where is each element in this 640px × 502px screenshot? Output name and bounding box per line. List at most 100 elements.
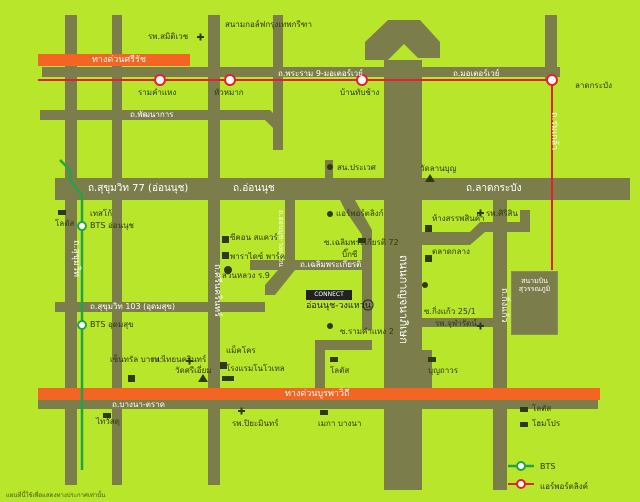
piyamin-label: รพ.ปิยะมินทร์ xyxy=(232,419,279,428)
mega-cart-icon xyxy=(320,410,328,415)
wat-sri-iam-temple-icon xyxy=(198,374,208,382)
kingkaew-soi-label: ซ.กิ่งแก้ว 25/1 xyxy=(424,307,476,316)
triple-store-label: ห้างสรรพสินค้า xyxy=(432,214,485,223)
bts-line xyxy=(59,159,84,470)
bigc-label: บิ๊กซี xyxy=(342,250,358,259)
bangna-trat-label: ถ.บางนา-ตราด xyxy=(112,400,165,409)
kingkaew-label: ถ.กิ่งแก้ว xyxy=(499,288,509,323)
thai-nakarin-label: รพ.ไทยนครินทร์ xyxy=(150,355,207,364)
phatthanakan-curve xyxy=(240,110,283,150)
srisin-label: รพ.ศิริสิน xyxy=(486,209,518,218)
sukhumvit103-label: ถ.สุขุมวิท 103 (อุดมสุข) xyxy=(90,302,175,311)
chaloem-label: ถ.เฉลิมพระเกียรติ xyxy=(300,260,362,269)
project-label: อ่อนนุช-วงแหวน xyxy=(306,301,371,311)
lotus2-label: โลตัส xyxy=(532,404,552,413)
legend-bts-station xyxy=(516,461,526,471)
legend-arl-station xyxy=(516,479,526,489)
market-label: ตลาดกลาง xyxy=(432,247,470,256)
triple-store-bag-icon xyxy=(425,225,432,232)
hotel-bed-icon xyxy=(222,376,234,381)
latkrabang-branch xyxy=(422,210,530,245)
lotus-onnut-label: โลตัส xyxy=(55,219,75,228)
north-connector xyxy=(273,15,283,125)
sn-prawet-label: สน.ประเวศ xyxy=(337,163,376,172)
bunthawon-cart-icon xyxy=(428,357,436,362)
suan-luang-label: สวนหลวง ร.9 xyxy=(222,271,270,280)
kanchanaphisek-road xyxy=(384,60,422,490)
airport-link-onnut-label: แอร์พอร์ตลิงก์ xyxy=(336,209,384,218)
tesco-label: เทสโก้ xyxy=(90,209,113,218)
project-marker xyxy=(362,299,374,311)
paradise-label: พาราไดซ์ พาร์ค xyxy=(230,252,286,261)
west-road xyxy=(112,15,122,485)
romklao-road xyxy=(545,15,557,80)
homepro-cart-icon xyxy=(520,422,528,427)
central-bag-icon xyxy=(128,375,135,382)
chulacharat-label: รพ.จุฬารัตน์ xyxy=(435,319,477,328)
sukhumvit-label: ถ.สุขุมวิท xyxy=(71,240,81,277)
rama9-road xyxy=(42,67,560,77)
station-huamak xyxy=(224,74,236,86)
bigc-cart-icon xyxy=(358,238,366,243)
thai-watsadu-label: ไทวัสดุ xyxy=(96,417,120,426)
station-ramkhamhaeng-label: รามคำแหง xyxy=(138,88,177,97)
srinakarin-label: ถ.ศรีนครินทร์ xyxy=(212,264,222,317)
seacon-bag-icon xyxy=(222,236,229,243)
station-bts-udomsuk-label: BTS อุดมสุข xyxy=(90,320,134,329)
sukhumvit77-road xyxy=(55,178,630,200)
suvarnabhumi-airport: สนามบิน สุวรรณภูมิ xyxy=(511,271,558,335)
airport-link-onnut-marker xyxy=(327,211,333,217)
romklao-label: ถ.ร่มเกล้า xyxy=(549,112,559,151)
station-lat-krabang-label: ลาดกระบัง xyxy=(575,81,613,90)
chaloem72-label: ซ.เฉลิมพระเกียรติ 72 xyxy=(324,238,399,247)
onnut-label: ถ.อ่อนนุช xyxy=(233,183,275,194)
airport-name: สนามบิน สุวรรณภูมิ xyxy=(518,277,551,294)
lotus2-cart-icon xyxy=(520,407,528,412)
burapha-expressway-label: ทางด่วนบูรพาวิถี xyxy=(285,389,350,399)
sukhumvit-road xyxy=(65,15,77,485)
legend-arl-label: แอร์พอร์ตลิงค์ xyxy=(540,482,588,491)
novotel-label: โรงแรมโนโวเทล xyxy=(226,364,285,373)
station-huamak-label: หัวหมาก xyxy=(214,88,244,97)
bangna-trat-road xyxy=(38,400,598,409)
homepro-label: โฮมโปร xyxy=(532,419,561,428)
park-tree-icon xyxy=(224,266,232,274)
golf-label: สนามกอล์ฟกรุงเทพกรีฑา xyxy=(225,20,312,29)
paradise-bag-icon xyxy=(222,252,229,259)
soi-chaloem xyxy=(340,200,372,330)
seacon-label: ซีคอน สแควร์ xyxy=(230,233,278,242)
sriratch-expressway-label: ทางด่วนศรีรัช xyxy=(92,55,146,65)
market-bag-icon xyxy=(425,255,432,262)
kingkaew-soi xyxy=(422,318,497,327)
station-bts-onnut xyxy=(77,221,87,231)
lotus-cart-icon xyxy=(330,357,338,362)
bunthawon-road xyxy=(422,350,432,400)
bunthawon-label: บุญถาวร xyxy=(428,366,459,375)
makro-label: แม็คโคร xyxy=(226,346,256,355)
kanchanaphisek-label: ถนนกาญจนาภิเษก xyxy=(397,255,410,344)
wat-lan-bun-label: วัดลานบุญ xyxy=(420,164,457,173)
central-bangna-label: เซ็นทรัล บางนา xyxy=(110,355,165,364)
ramkhamhaeng2-marker xyxy=(327,323,333,329)
ramkhamhaeng2-label: ซ.รามคำแหง 2 xyxy=(340,327,394,336)
phatthanakan-label: ถ.พัฒนาการ xyxy=(130,110,174,119)
motorway-interchange xyxy=(365,20,440,60)
legend-bts-label: BTS xyxy=(540,462,556,471)
kingkaew-marker xyxy=(422,282,428,288)
disclaimer-note: แผนที่นี้ใช้เพื่อแสดงทางประกาศเท่านั้น xyxy=(6,492,106,499)
rama9-label: ถ.พระราม 9-มอเตอร์เวย์ xyxy=(278,69,363,78)
tesco-cart-icon xyxy=(58,210,66,215)
wat-lan-bun-temple-icon xyxy=(425,174,435,182)
station-bts-onnut-label: BTS อ่อนนุช xyxy=(90,221,134,230)
station-ban-thap-chang xyxy=(356,74,368,86)
phatthanakan-road xyxy=(40,110,245,120)
sriratch-expressway xyxy=(38,54,190,66)
motorway-label: ถ.มอเตอร์เวย์ xyxy=(453,69,500,78)
latkrabang-label: ถ.ลาดกระบัง xyxy=(466,183,522,194)
lotus3-cart-icon xyxy=(103,413,111,418)
burapha-expressway xyxy=(38,388,600,400)
onnut-curve xyxy=(265,200,295,295)
station-ban-thap-chang-label: บ้านทับช้าง xyxy=(340,88,380,97)
